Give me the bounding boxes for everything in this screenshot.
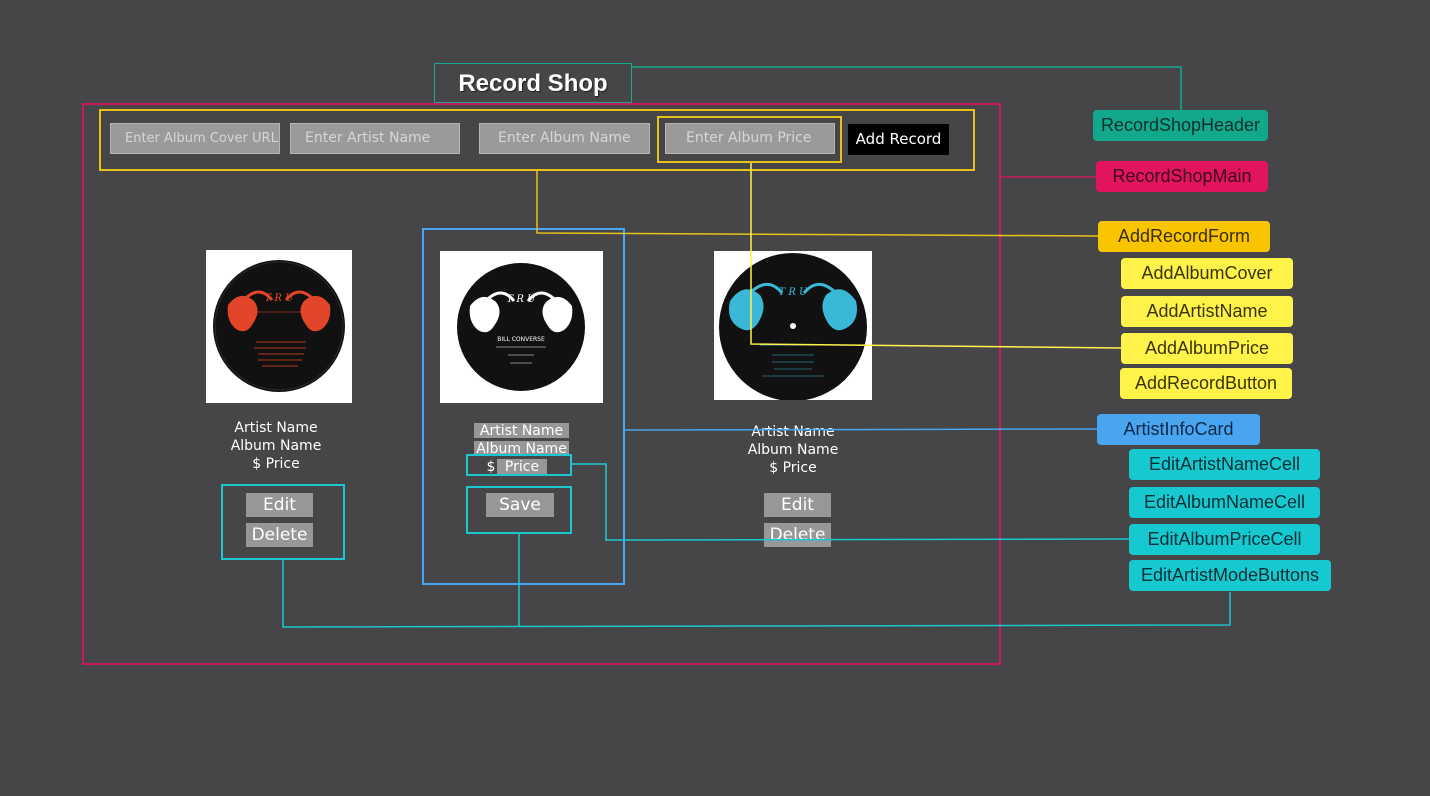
edit-mode-buttons-outline bbox=[466, 486, 572, 534]
svg-text:T R U: T R U bbox=[779, 287, 809, 298]
tag-add-record-form: AddRecordForm bbox=[1098, 221, 1270, 252]
vinyl-record-icon: T R U BILL CONVERSE bbox=[457, 263, 585, 391]
tag-add-artist-name: AddArtistName bbox=[1121, 296, 1293, 327]
edit-album-price-outline bbox=[466, 454, 572, 476]
add-album-price-highlight bbox=[657, 116, 842, 163]
save-button[interactable]: Save bbox=[486, 493, 554, 517]
price-currency-symbol: $ bbox=[486, 459, 496, 475]
album-name-text: Album Name bbox=[230, 438, 322, 454]
album-name-input[interactable]: Enter Album Name bbox=[479, 123, 650, 154]
add-record-button[interactable]: Add Record bbox=[848, 124, 949, 155]
artist-name-text: Artist Name bbox=[234, 420, 318, 436]
tag-edit-artist-mode-buttons: EditArtistModeButtons bbox=[1129, 560, 1331, 591]
svg-text:BILL CONVERSE: BILL CONVERSE bbox=[497, 336, 545, 343]
tag-add-record-button: AddRecordButton bbox=[1120, 368, 1292, 399]
tag-edit-album-name-cell: EditAlbumNameCell bbox=[1129, 487, 1320, 518]
tag-record-shop-header: RecordShopHeader bbox=[1093, 110, 1268, 141]
album-cover-image: T R U bbox=[206, 250, 352, 403]
record-shop-header: Record Shop bbox=[434, 63, 632, 103]
delete-button[interactable]: Delete bbox=[246, 523, 313, 547]
artist-name-input[interactable]: Enter Artist Name bbox=[290, 123, 460, 154]
album-price-input[interactable]: Enter Album Price bbox=[665, 123, 835, 154]
delete-button[interactable]: Delete bbox=[764, 523, 831, 547]
album-cover-image: T R U bbox=[714, 251, 872, 400]
artist-name-text: Artist Name bbox=[751, 424, 835, 440]
edit-mode-buttons-outline bbox=[221, 484, 345, 560]
tag-edit-artist-name-cell: EditArtistNameCell bbox=[1129, 449, 1320, 480]
tag-record-shop-main: RecordShopMain bbox=[1096, 161, 1268, 192]
add-record-form-outline bbox=[99, 109, 975, 171]
album-name-text: Album Name bbox=[747, 442, 839, 458]
album-price-text: $ Price bbox=[252, 456, 300, 472]
vinyl-record-icon: T R U bbox=[719, 253, 867, 400]
tag-add-album-cover: AddAlbumCover bbox=[1121, 258, 1293, 289]
vinyl-record-icon: T R U bbox=[213, 260, 345, 392]
album-cover-url-input[interactable]: Enter Album Cover URL bbox=[110, 123, 280, 154]
tag-artist-info-card: ArtistInfoCard bbox=[1097, 414, 1260, 445]
tag-edit-album-price-cell: EditAlbumPriceCell bbox=[1129, 524, 1320, 555]
edit-button[interactable]: Edit bbox=[246, 493, 313, 517]
tag-add-album-price: AddAlbumPrice bbox=[1121, 333, 1293, 364]
record-shop-main-outline bbox=[82, 103, 1001, 665]
svg-text:T R U: T R U bbox=[265, 293, 295, 304]
edit-artist-name-cell[interactable]: Artist Name bbox=[474, 423, 569, 439]
edit-button[interactable]: Edit bbox=[764, 493, 831, 517]
edit-album-name-cell[interactable]: Album Name bbox=[474, 441, 569, 457]
edit-album-price-cell[interactable]: Price bbox=[497, 459, 547, 475]
svg-text:T R U: T R U bbox=[507, 294, 537, 305]
album-price-text: $ Price bbox=[769, 460, 817, 476]
album-cover-image: T R U BILL CONVERSE bbox=[440, 251, 603, 403]
